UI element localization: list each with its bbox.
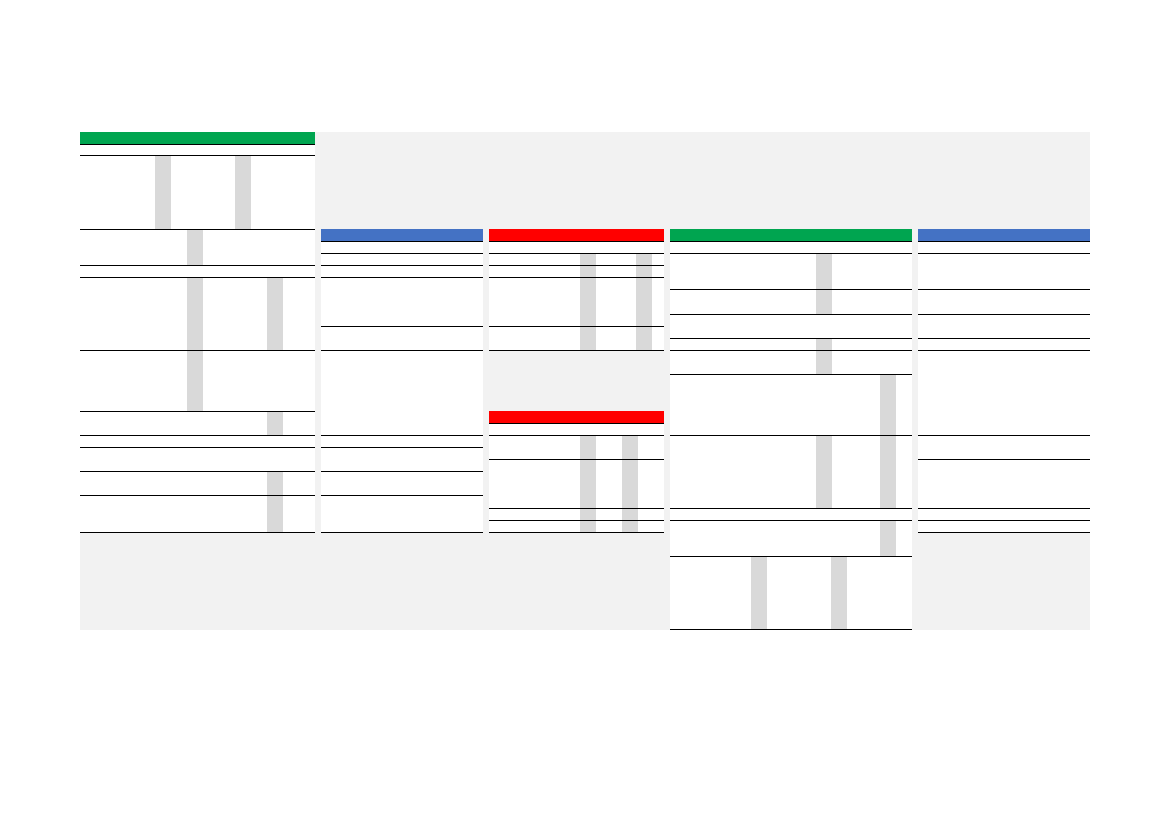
panel-3: [489, 229, 664, 351]
row-divider: [918, 508, 1090, 509]
panel-1-header-rule: [80, 144, 315, 145]
shaded-column: [580, 436, 596, 532]
shaded-column: [622, 436, 638, 532]
row-divider: [918, 532, 1090, 533]
panel-4-header-bar: [489, 411, 664, 423]
panel-1: [80, 132, 315, 533]
shaded-column: [267, 278, 283, 350]
shaded-column: [880, 375, 896, 508]
row-divider: [489, 520, 664, 521]
row-divider: [321, 253, 483, 254]
row-divider: [670, 556, 912, 557]
row-divider: [489, 326, 664, 327]
row-divider: [918, 520, 1090, 521]
row-divider: [80, 495, 315, 496]
panel-6-header-rule: [918, 241, 1090, 242]
row-divider: [80, 265, 315, 266]
row-divider: [918, 314, 1090, 315]
panel-2-header-rule: [321, 241, 483, 242]
shaded-column: [636, 254, 652, 350]
row-divider: [80, 277, 315, 278]
row-divider: [321, 532, 483, 533]
row-divider: [321, 350, 483, 351]
row-divider: [670, 338, 912, 339]
row-divider: [80, 229, 315, 230]
panel-6-header-bar: [918, 229, 1090, 241]
panel-5: [670, 229, 912, 630]
row-divider: [670, 508, 912, 509]
row-divider: [321, 495, 483, 496]
shaded-column: [816, 339, 832, 374]
row-divider: [80, 411, 315, 412]
row-divider: [670, 314, 912, 315]
row-divider: [670, 629, 912, 630]
panel-2: [321, 229, 483, 533]
shaded-column: [580, 254, 596, 350]
row-divider: [80, 471, 315, 472]
spreadsheet-area: [80, 132, 1090, 630]
shaded-column: [187, 278, 203, 412]
shaded-column: [187, 230, 203, 265]
row-divider: [918, 253, 1090, 254]
row-divider: [321, 471, 483, 472]
row-divider: [670, 253, 912, 254]
row-divider: [80, 532, 315, 533]
row-divider: [670, 374, 912, 375]
row-divider: [918, 350, 1090, 351]
row-divider: [80, 447, 315, 448]
panel-3-header-rule: [489, 241, 664, 242]
row-divider: [489, 435, 664, 436]
shaded-column: [235, 156, 251, 229]
shaded-column: [831, 557, 847, 630]
row-divider: [321, 447, 483, 448]
row-divider: [489, 508, 664, 509]
row-divider: [80, 435, 315, 436]
panel-4-header-rule: [489, 423, 664, 424]
shaded-column: [267, 412, 283, 435]
row-divider: [489, 532, 664, 533]
row-divider: [670, 520, 912, 521]
panel-5-header-bar: [670, 229, 912, 241]
shaded-column: [880, 521, 896, 557]
panel-3-header-bar: [489, 229, 664, 241]
row-divider: [670, 435, 912, 436]
shaded-column: [816, 254, 832, 314]
shaded-column: [751, 557, 767, 630]
row-divider: [321, 277, 483, 278]
row-divider: [489, 265, 664, 266]
row-divider: [321, 435, 483, 436]
panel-5-header-rule: [670, 241, 912, 242]
row-divider: [918, 435, 1090, 436]
row-divider: [489, 350, 664, 351]
row-divider: [80, 155, 315, 156]
row-divider: [918, 338, 1090, 339]
panel-6: [918, 229, 1090, 533]
row-divider: [670, 350, 912, 351]
row-divider: [489, 459, 664, 460]
panel-2-header-bar: [321, 229, 483, 241]
row-divider: [321, 326, 483, 327]
row-divider: [489, 253, 664, 254]
row-divider: [80, 350, 315, 351]
shaded-column: [816, 436, 832, 508]
panel-1-header-bar: [80, 132, 315, 144]
row-divider: [670, 289, 912, 290]
panel-4: [489, 411, 664, 533]
row-divider: [918, 459, 1090, 460]
row-divider: [918, 289, 1090, 290]
row-divider: [321, 265, 483, 266]
shaded-column: [155, 156, 171, 229]
row-divider: [489, 277, 664, 278]
shaded-column: [267, 472, 283, 532]
